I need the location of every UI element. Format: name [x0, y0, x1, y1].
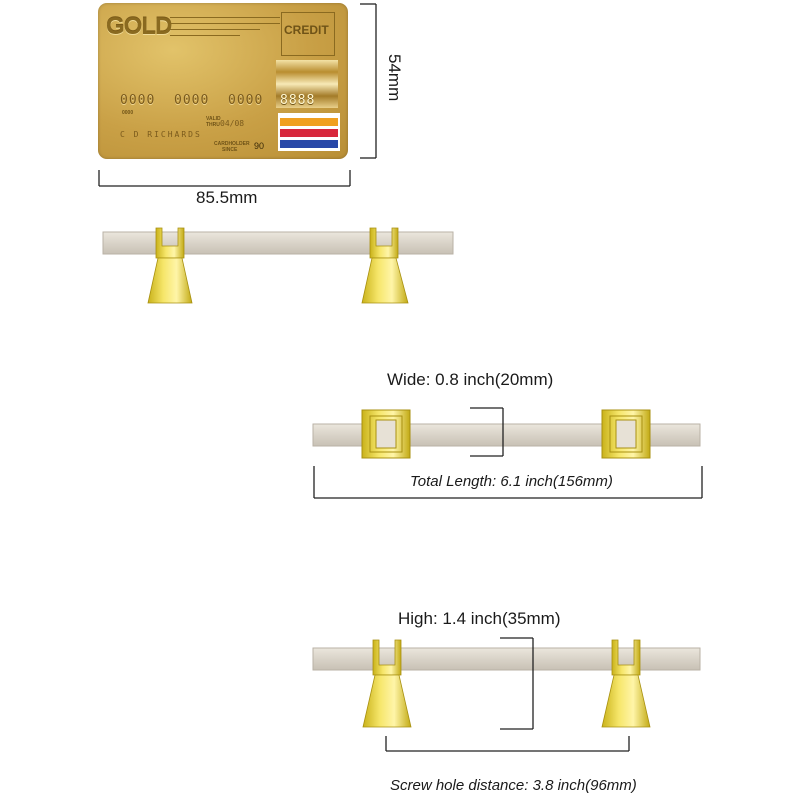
credit-card-reference: GOLD CREDIT 0000 0000 0000 8888 0000 VAL…: [98, 3, 348, 159]
card-flag-stripe: [280, 140, 338, 148]
card-brand: GOLD: [106, 13, 172, 40]
screw-hole-dimension: [385, 736, 630, 752]
screw-hole-label: Screw hole distance: 3.8 inch(96mm): [390, 777, 637, 794]
handle-post: [601, 639, 651, 728]
card-valid-label: THRU: [206, 122, 220, 128]
handle-post: [147, 227, 193, 304]
card-width-label: 85.5mm: [196, 188, 258, 207]
card-width-dimension: [98, 170, 351, 187]
handle-bar: [102, 231, 454, 255]
card-deco-line: [170, 35, 240, 36]
high-dimension: [500, 637, 534, 730]
handle-bar: [312, 647, 701, 671]
handle-top-view: [312, 409, 701, 459]
handle-post-top: [361, 409, 411, 459]
total-length-dimension: [313, 466, 703, 499]
card-height-label: 54mm: [385, 54, 404, 102]
card-deco-line: [170, 29, 260, 30]
handle-post: [362, 639, 412, 728]
card-holder-name: C D RICHARDS: [120, 130, 202, 139]
card-number-group: 0000: [174, 93, 210, 108]
card-flag-stripe: [280, 118, 338, 126]
card-since-label: CARDHOLDER: [214, 141, 250, 147]
wide-dimension: [470, 407, 504, 457]
card-deco-line: [170, 23, 280, 24]
card-since-label: SINCE: [222, 147, 238, 153]
card-type-box: [281, 12, 335, 56]
card-number-group: 0000: [120, 93, 156, 108]
card-expiry: 04/08: [220, 119, 245, 128]
card-flag-stripe: [280, 129, 338, 137]
high-label: High: 1.4 inch(35mm): [398, 609, 561, 628]
card-number-group: 0000: [228, 93, 264, 108]
handle-side-view-top: [102, 227, 454, 304]
handle-post-top: [601, 409, 651, 459]
card-hologram: [276, 60, 338, 108]
wide-label: Wide: 0.8 inch(20mm): [387, 370, 554, 389]
card-since-year: 90: [254, 141, 265, 151]
card-valid-label: VALID: [206, 116, 221, 122]
handle-side-view-bottom: [312, 639, 701, 728]
handle-post: [361, 227, 409, 304]
total-length-label: Total Length: 6.1 inch(156mm): [410, 473, 613, 490]
card-number-group: 8888: [280, 93, 316, 108]
card-flag-logo: [278, 113, 340, 151]
card-deco-line: [170, 17, 280, 18]
card-small-code: 0000: [122, 110, 134, 116]
card-type: CREDIT: [284, 23, 329, 37]
card-height-dimension: [360, 3, 377, 159]
